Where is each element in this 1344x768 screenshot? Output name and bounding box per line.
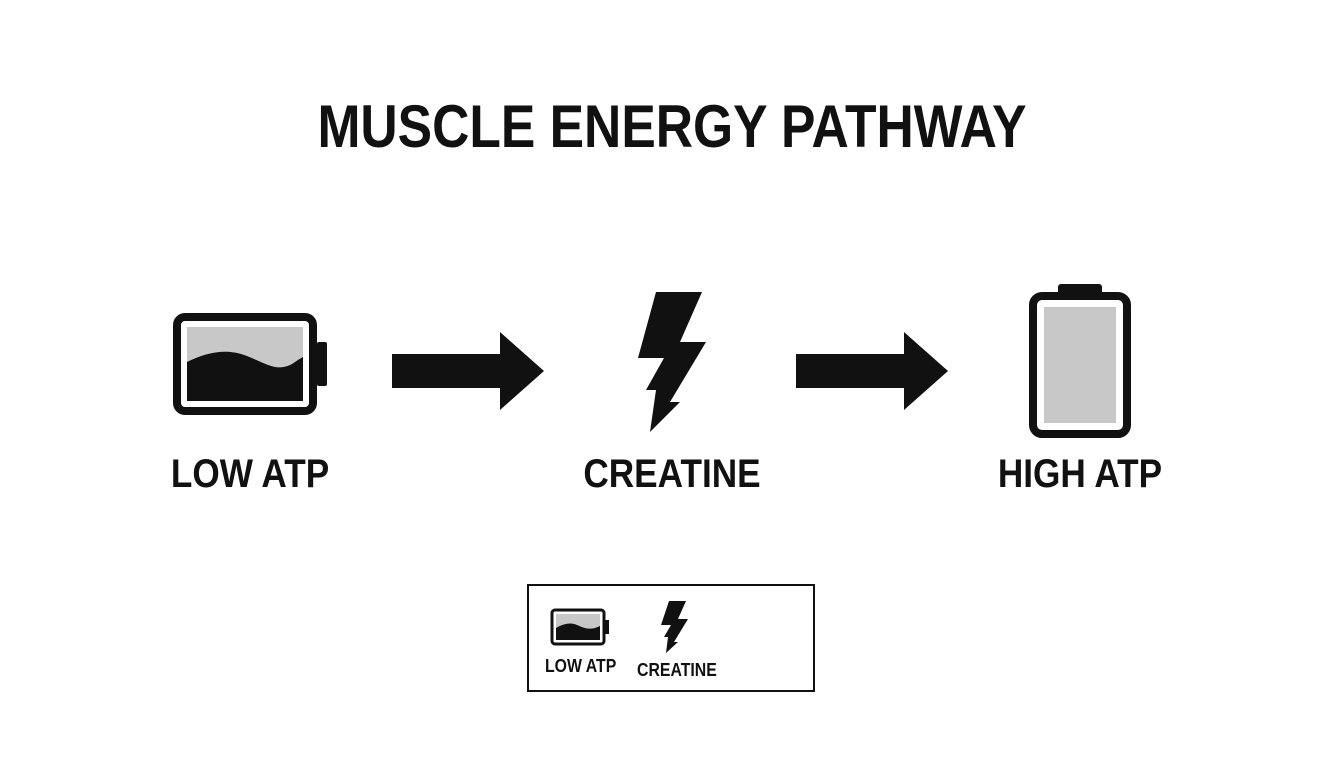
full-battery-icon: [1029, 284, 1131, 438]
low-battery-icon: [173, 313, 327, 415]
legend-box: LOW ATP CREATINE: [527, 584, 815, 692]
legend-label-creatine: CREATINE: [637, 660, 717, 680]
node-label-high-atp: HIGH ATP: [997, 452, 1163, 496]
node-label-low-atp: LOW ATP: [170, 452, 330, 496]
node-label-creatine: CREATINE: [583, 452, 761, 496]
diagram-title: MUSCLE ENERGY PATHWAY: [317, 93, 1027, 160]
arrow-right-icon: [392, 332, 544, 410]
legend-label-low-atp: LOW ATP: [545, 656, 617, 676]
arrow-right-icon: [796, 332, 948, 410]
lightning-bolt-icon: [638, 292, 706, 432]
low-battery-icon: [550, 608, 609, 646]
lightning-bolt-icon: [661, 601, 688, 653]
